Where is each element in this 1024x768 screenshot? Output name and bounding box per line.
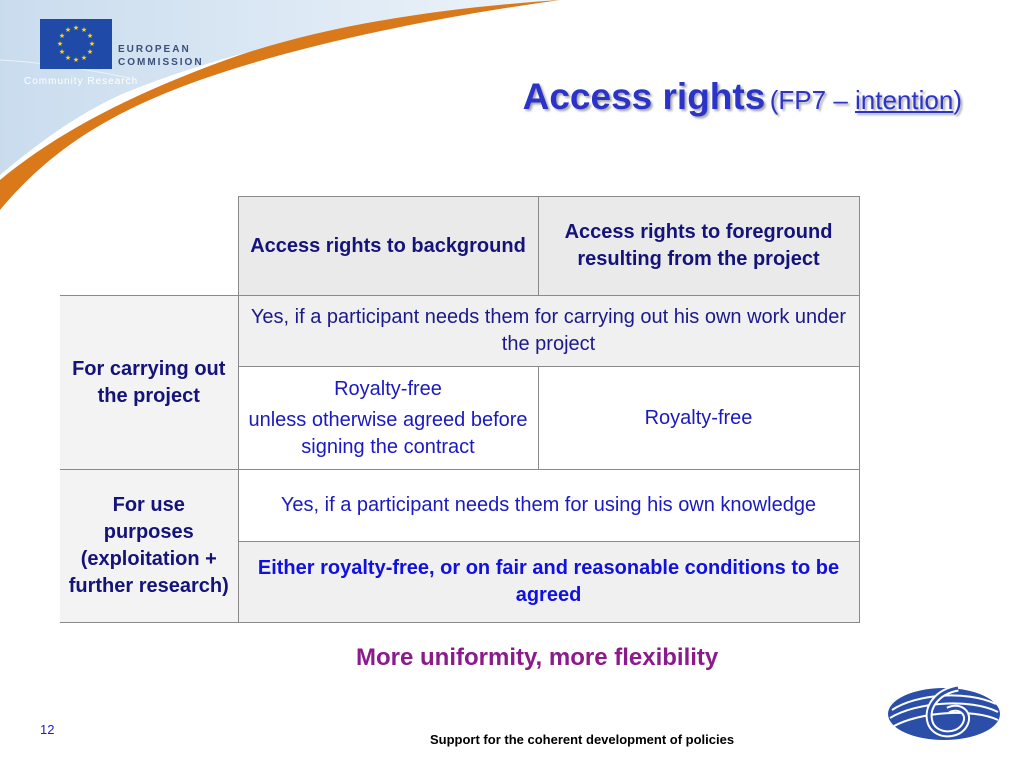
table-row: For carrying out the project Yes, if a p… xyxy=(60,295,860,470)
svg-text:★: ★ xyxy=(87,48,93,56)
row-header-carrying-out: For carrying out the project xyxy=(60,295,239,470)
col-header-background: Access rights to background xyxy=(237,196,539,296)
logo-line-1: EUROPEAN xyxy=(118,44,191,55)
european-commission-logo: ★★★ ★★★ ★★★ ★★★ EUROPEAN COMMISSION xyxy=(40,19,202,91)
row-header-use-purposes: For use purposes (exploitation + further… xyxy=(60,469,239,623)
slide-title: Access rights (FP7 – intention) xyxy=(523,76,962,118)
carrying-background-line1: Royalty-free xyxy=(334,377,442,400)
svg-text:★: ★ xyxy=(81,54,87,62)
svg-text:★: ★ xyxy=(81,26,87,34)
svg-text:★: ★ xyxy=(57,40,63,48)
svg-text:★: ★ xyxy=(65,26,71,34)
table-corner-cell xyxy=(60,196,239,296)
access-rights-table: Access rights to background Access right… xyxy=(60,196,860,623)
table-row: Either royalty-free, or on fair and reas… xyxy=(60,541,860,623)
eu-flag-icon: ★★★ ★★★ ★★★ ★★★ xyxy=(40,19,112,69)
title-main: Access rights xyxy=(522,76,766,117)
carrying-background-line2: unless otherwise agreed before signing t… xyxy=(248,408,528,458)
title-sub: (FP7 – intention) xyxy=(770,85,962,115)
tagline: More uniformity, more flexibility xyxy=(356,644,719,671)
col-header-foreground: Access rights to foreground resulting fr… xyxy=(537,196,860,296)
title-sub-prefix: (FP7 – xyxy=(769,85,848,115)
carrying-need-cell: Yes, if a participant needs them for car… xyxy=(237,295,860,367)
logo-text: EUROPEAN COMMISSION xyxy=(118,43,204,69)
svg-text:★: ★ xyxy=(59,32,65,40)
svg-text:★: ★ xyxy=(73,56,79,64)
fp-logo-icon xyxy=(888,684,1000,740)
page-number: 12 xyxy=(40,722,55,737)
use-need-cell: Yes, if a participant needs them for usi… xyxy=(237,469,860,542)
logo-line-2: COMMISSION xyxy=(118,57,204,68)
svg-text:★: ★ xyxy=(59,48,65,56)
use-terms-cell: Either royalty-free, or on fair and reas… xyxy=(237,541,860,623)
carrying-background-cell: Royalty-free unless otherwise agreed bef… xyxy=(237,366,539,470)
title-sub-suffix: ) xyxy=(953,85,962,115)
carrying-foreground-cell: Royalty-free xyxy=(537,366,860,470)
table-row: For use purposes (exploitation + further… xyxy=(60,469,860,623)
title-sub-link[interactable]: intention xyxy=(855,85,954,115)
footer-text: Support for the coherent development of … xyxy=(430,732,735,747)
svg-text:★: ★ xyxy=(87,32,93,40)
svg-text:★: ★ xyxy=(65,54,71,62)
table-header-row: Access rights to background Access right… xyxy=(60,196,860,296)
community-research-label: Community Research xyxy=(24,76,139,87)
svg-text:★: ★ xyxy=(73,24,79,32)
table-row: Royalty-free unless otherwise agreed bef… xyxy=(60,366,860,470)
svg-text:★: ★ xyxy=(89,40,95,48)
